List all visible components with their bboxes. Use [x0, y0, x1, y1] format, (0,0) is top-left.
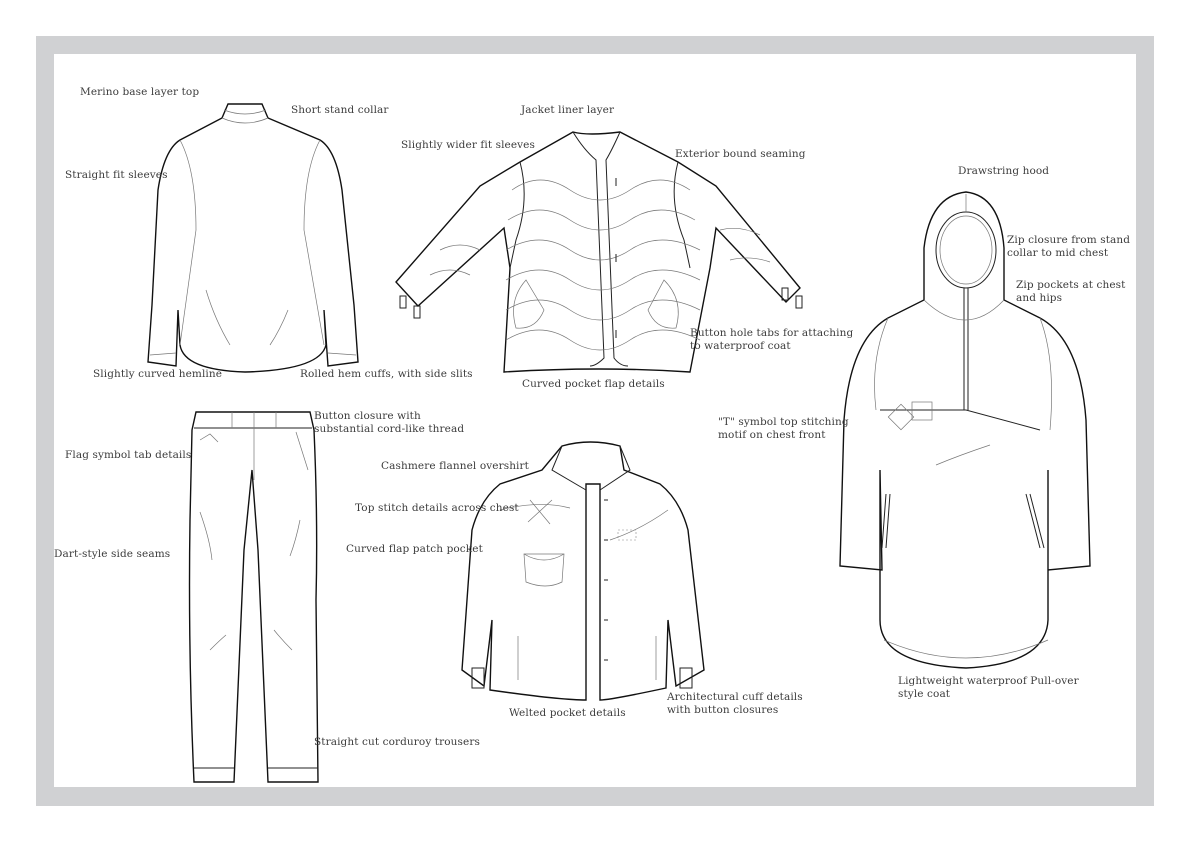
jacket-liner-annotation-seaming: Exterior bound seaming [675, 148, 806, 160]
merino-top-annotation-hemline: Slightly curved hemline [93, 368, 223, 380]
overshirt-title: Cashmere flannel overshirt [381, 460, 529, 472]
trousers-annotation-flag: Flag symbol tab details [65, 449, 192, 461]
jacket-liner-title: Jacket liner layer [521, 104, 615, 116]
overshirt-annotation-cuff: Architectural cuff details with button c… [667, 691, 803, 716]
overshirt-annotation-pocket: Curved flap patch pocket [346, 543, 483, 555]
overshirt-annotation-welted: Welted pocket details [509, 707, 626, 719]
jacket-liner-annotation-pocket: Curved pocket flap details [522, 378, 665, 390]
pullover-title: Lightweight waterproof Pull-over style c… [898, 675, 1079, 700]
quilted-liner-jacket-sketch-icon [395, 131, 803, 373]
merino-top-annotation-collar: Short stand collar [291, 104, 389, 116]
merino-top-annotation-cuffs: Rolled hem cuffs, with side slits [300, 368, 473, 380]
overshirt-annotation-topstitch: Top stitch details across chest [355, 502, 519, 514]
trousers-annotation-button: Button closure with substantial cord-lik… [314, 410, 465, 435]
pullover-annotation-hood: Drawstring hood [958, 165, 1050, 177]
jacket-liner-annotation-sleeves: Slightly wider fit sleeves [401, 139, 535, 151]
trousers-annotation-dart: Dart-style side seams [54, 548, 171, 560]
pullover-annotation-zip-pockets: Zip pockets at chest and hips [1016, 279, 1126, 304]
trousers-title: Straight cut corduroy trousers [314, 736, 480, 748]
jacket-liner-annotation-tabs: Button hole tabs for attaching to waterp… [690, 327, 854, 352]
long-sleeve-top-sketch-icon [147, 103, 359, 373]
merino-top-annotation-sleeves: Straight fit sleeves [65, 169, 168, 181]
merino-top-title: Merino base layer top [80, 86, 200, 98]
pullover-annotation-zip-closure: Zip closure from stand collar to mid che… [1007, 234, 1131, 259]
hooded-pullover-coat-sketch-icon [839, 191, 1091, 669]
pullover-annotation-t-symbol: "T" symbol top stitching motif on chest … [718, 416, 849, 441]
overshirt-sketch-icon [461, 441, 705, 701]
trousers-sketch-icon [188, 411, 319, 783]
